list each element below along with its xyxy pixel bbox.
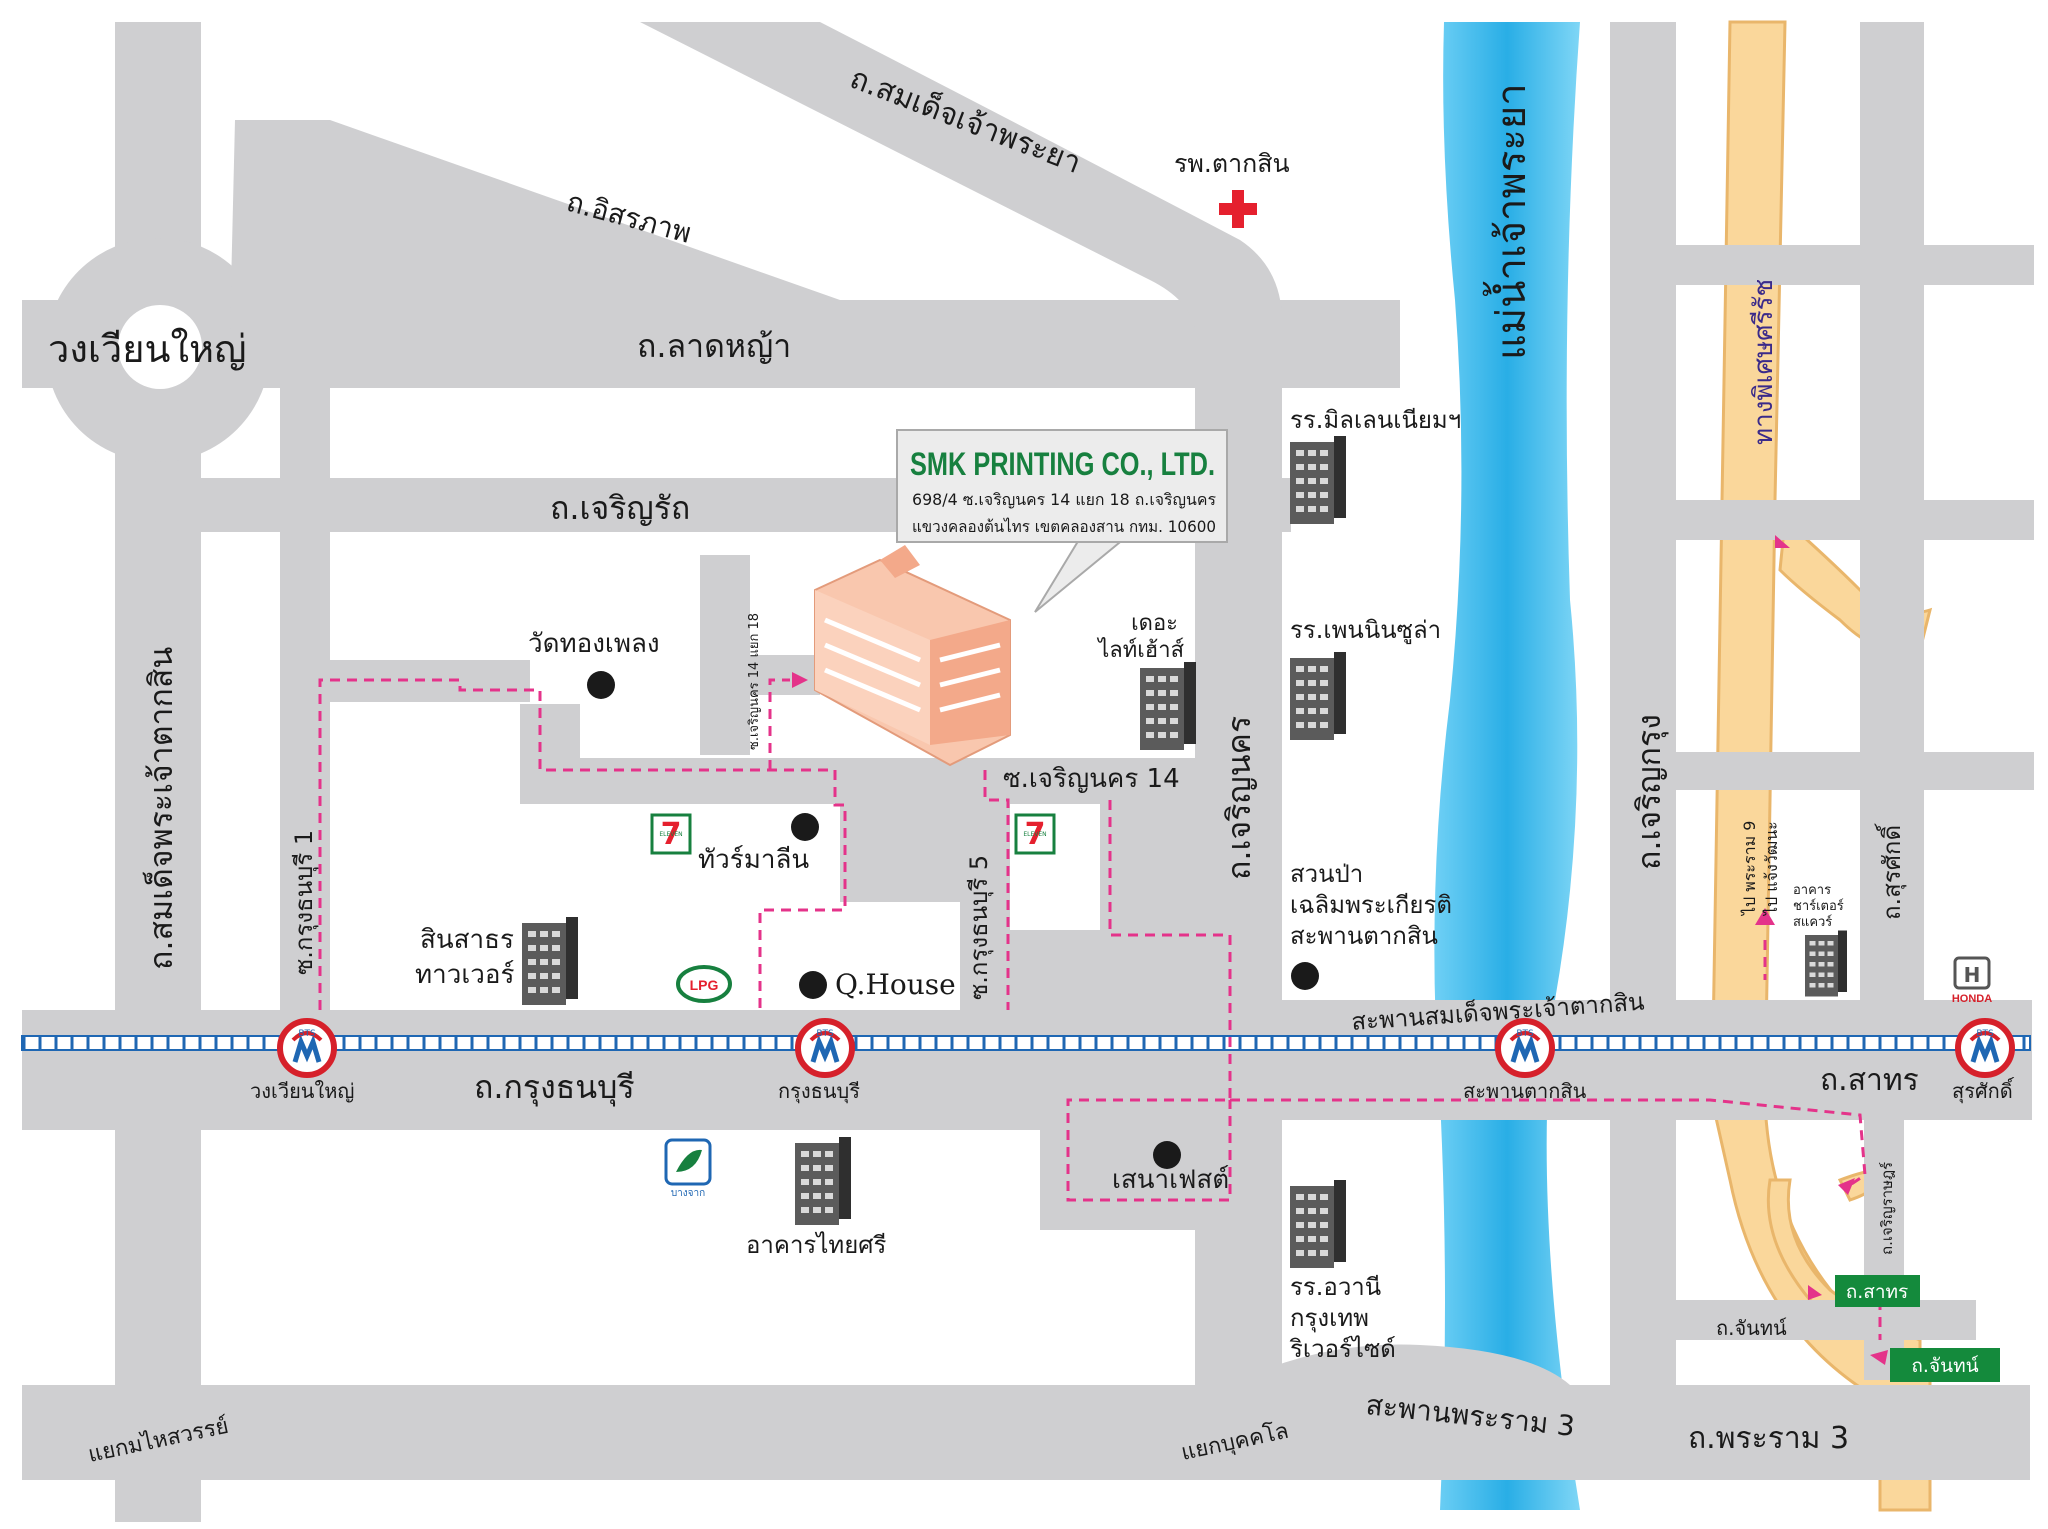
company-callout: SMK PRINTING CO., LTD. 698/4 ซ.เจริญนคร … — [896, 429, 1228, 613]
svg-text:7: 7 — [661, 817, 682, 852]
label-charoen-rat: ถ.เจริญรัถ — [550, 489, 690, 527]
hospital-cross-icon — [1219, 190, 1257, 228]
label-soi-krung-thonburi-5: ซ.กรุงธนบุรี 5 — [965, 855, 994, 1000]
label-wat-thong-phleng: วัดทองเพลง — [528, 629, 660, 659]
label-sathorn: ถ.สาทร — [1820, 1063, 1919, 1098]
lighthouse-building-icon — [1140, 662, 1196, 750]
route-arrows — [792, 535, 1888, 1365]
bts-logo-icon — [798, 1021, 852, 1075]
svg-text:LPG: LPG — [690, 977, 719, 993]
company-name: SMK PRINTING CO., LTD. — [910, 446, 1215, 482]
label-bts-wongwian-yai: วงเวียนใหญ่ — [250, 1079, 354, 1103]
label-somdet-taksin: ถ.สมเด็จพระเจ้าตากสิน — [142, 647, 180, 970]
label-charoen-nakhon: ถ.เจริญนคร — [1220, 716, 1258, 880]
svg-text:บางจาก: บางจาก — [671, 1188, 705, 1199]
smk-building-icon — [814, 545, 1011, 767]
seven-eleven-icon: 7 ELEVEN — [650, 813, 692, 855]
svg-text:ELEVEN: ELEVEN — [659, 831, 682, 838]
label-soi-krung-thonburi-1: ซ.กรุงธนบุรี 1 — [290, 830, 319, 975]
label-charter-square-1: อาคาร — [1793, 883, 1831, 898]
sign-chan: ถ.จันทน์ — [1890, 1348, 2000, 1382]
bangchak-station-icon: บางจาก — [664, 1138, 712, 1199]
label-charoen-krung: ถ.เจริญกรุง — [1630, 714, 1669, 870]
company-address-2: แขวงคลองต้นไทร เขตคลองสาน กทม. 10600 — [912, 517, 1216, 536]
label-bts-saphan-taksin: สะพานตากสิน — [1463, 1079, 1587, 1103]
label-to-rama9: ไป พระราม 9 — [1740, 821, 1759, 917]
label-lat-ya: ถ.ลาดหญ้า — [637, 327, 791, 365]
label-rama3: ถ.พระราม 3 — [1688, 1421, 1849, 1456]
label-avani-2: กรุงเทพ — [1290, 1304, 1369, 1333]
company-address-1: 698/4 ซ.เจริญนคร 14 แยก 18 ถ.เจริญนคร — [912, 490, 1216, 509]
label-to-chaengwattana: ไป แจ้งวัฒนะ — [1762, 821, 1781, 917]
svg-text:HONDA: HONDA — [1952, 993, 1992, 1005]
label-bts-krung-thonburi: กรุงธนบุรี — [778, 1079, 860, 1104]
label-thai-sri: อาคารไทยศรี — [746, 1231, 887, 1259]
seven-eleven-icon: 7 ELEVEN — [1014, 813, 1056, 855]
svg-text:ถ.สาทร: ถ.สาทร — [1846, 1281, 1909, 1303]
svg-text:7: 7 — [1025, 817, 1046, 852]
label-sinsathorn-2: ทาวเวอร์ — [415, 960, 514, 990]
label-charoen-rat-soi: ถ.เจริญราษฎร์ — [1878, 1162, 1896, 1255]
label-tua-maleen: ทัวร์มาลีน — [698, 845, 809, 875]
sign-sathorn: ถ.สาทร — [1835, 1275, 1920, 1307]
bts-logo-icon — [1498, 1021, 1552, 1075]
label-park-2: เฉลิมพระเกียรติ — [1290, 891, 1452, 919]
lpg-station-icon: LPG — [676, 965, 732, 1003]
label-park-3: สะพานตากสิน — [1290, 922, 1438, 950]
label-wongwian-yai: วงเวียนใหญ่ — [48, 327, 246, 371]
label-charter-square-2: ชาร์เตอร์ — [1793, 898, 1844, 914]
label-chan: ถ.จันทน์ — [1716, 1316, 1787, 1340]
location-dots — [587, 671, 1319, 1169]
label-sena-fest: เสนาเฟสต์ — [1112, 1165, 1229, 1195]
bts-logo-icon — [1958, 1021, 2012, 1075]
charter-square-building-icon — [1805, 930, 1847, 997]
sinsathorn-building-icon — [522, 917, 578, 1005]
label-surasak: ถ.สุรศักดิ์ — [1874, 823, 1907, 920]
label-river: แม่น้ำเจ้าพระยา — [1482, 83, 1535, 360]
svg-text:H: H — [1964, 963, 1981, 987]
thai-sri-building-icon — [795, 1137, 851, 1225]
svg-text:ELEVEN: ELEVEN — [1023, 831, 1046, 838]
label-peninsula: รร.เพนนินซูล่า — [1290, 616, 1441, 645]
avani-hotel-building-icon — [1290, 1180, 1346, 1268]
label-sinsathorn-1: สินสาธร — [420, 925, 514, 955]
route-path — [318, 678, 1882, 1340]
peninsula-hotel-building-icon — [1290, 652, 1346, 740]
label-park-1: สวนป่า — [1290, 860, 1363, 888]
label-lighthouse-2: ไลท์เฮ้าส์ — [1096, 637, 1184, 663]
label-charter-square-3: สแควร์ — [1793, 914, 1832, 930]
label-avani-1: รร.อวานี — [1290, 1273, 1381, 1301]
label-krung-thonburi: ถ.กรุงธนบุรี — [474, 1068, 635, 1107]
label-millennium: รร.มิลเลนเนียมฯ — [1290, 406, 1461, 434]
label-hospital: รพ.ตากสิน — [1174, 149, 1290, 178]
bts-logo-icon — [280, 1021, 334, 1075]
label-bts-surasak: สุรศักดิ์ — [1952, 1076, 2015, 1104]
millennium-hotel-building-icon — [1290, 436, 1346, 524]
chao-phraya-river — [1434, 22, 1580, 1510]
svg-text:ถ.จันทน์: ถ.จันทน์ — [1911, 1355, 1978, 1377]
label-expressway: ทางพิเศษศรีรัช — [1749, 279, 1779, 445]
label-soi-cn14-yaek18: ซ.เจริญนคร 14 แยก 18 — [747, 613, 762, 750]
label-lighthouse-1: เดอะ — [1131, 611, 1178, 636]
label-q-house: Q.House — [835, 968, 956, 1001]
label-soi-charoen-nakhon-14: ซ.เจริญนคร 14 — [1003, 764, 1180, 794]
label-avani-3: ริเวอร์ไซด์ — [1289, 1335, 1396, 1363]
honda-icon: H HONDA — [1952, 956, 1992, 1005]
